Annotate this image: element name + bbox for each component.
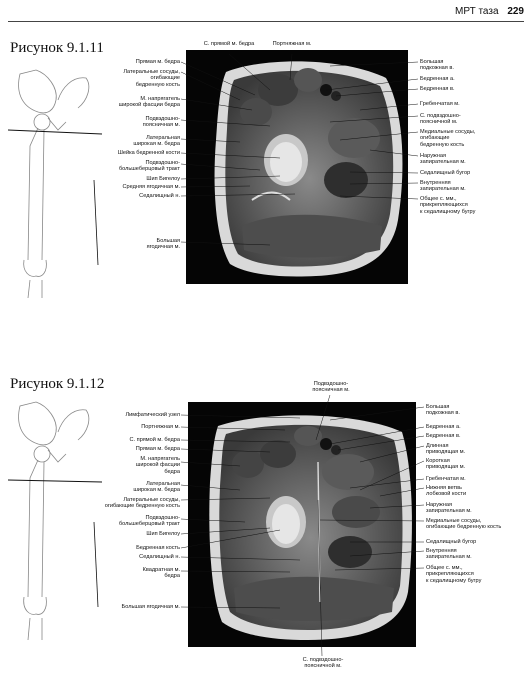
label-left: Портняжная м. [141,424,180,430]
label-top: Портняжная м. [272,41,312,47]
label-right: Внутренняя запирательная м. [420,180,466,193]
label-left: М. напрягатель широкой фасции бедра [135,456,180,475]
label-right: Наружная запирательная м. [420,153,466,166]
label-left: Шип Бигелоу [146,531,180,537]
mri-image [188,402,416,647]
label-right: Бедренная а. [426,424,461,430]
label-right: Медиальные сосуды, огибающие бедренную к… [420,129,476,148]
label-right: Бедренная а. [420,76,455,82]
page-header: МРТ таза 229 [455,6,524,17]
label-right: Седалищный бугор [420,170,471,176]
label-left: С. прямой м. бедра [129,437,180,443]
skeleton-thumbnail [8,69,103,299]
label-right: Гребенчатая м. [420,101,460,107]
figure-title: Рисунок 9.1.12 [10,376,105,392]
label-left: Латеральная широкая м. бедра [133,481,180,494]
label-left: Шейка бедренной кости [117,150,180,156]
label-right: Общее с. мм., прикрепляющихся к седалищн… [426,565,482,584]
label-right: Медиальные сосуды, огибающие бедренную к… [426,518,502,531]
label-left: Седалищный н. [139,554,180,560]
label-left: Латеральная широкая м. бедра [133,135,180,148]
label-right: Короткая приводящая м. [426,458,466,471]
label-left: Подвздошно- большеберцовый тракт [118,515,180,528]
label-left: Латеральные сосуды, огибающие бедренную … [104,497,180,510]
mri-image [186,50,408,284]
label-left: М. напрягатель широкой фасции бедра [118,96,180,109]
page-number: 229 [507,6,524,17]
label-right: Бедренная в. [426,433,461,439]
label-left: Большая ягодичная м. [146,238,180,251]
label-right: Нижняя ветвь лобковой кости [426,485,467,498]
label-left: Шип Бигелоу [146,176,180,182]
section-title: МРТ таза [455,6,499,17]
label-left: Лимфатический узел [125,412,180,418]
label-left: Средняя ягодичная м. [122,184,180,190]
label-right: Гребенчатая м. [426,476,466,482]
label-top: С. прямой м. бедра [203,41,255,47]
label-left: Седалищный н. [139,193,180,199]
label-right: С. подвздошно- поясничной м. [420,113,461,126]
header-rule [8,21,524,22]
label-right: Длинная приводящая м. [426,443,466,456]
label-right: Наружная запирательная м. [426,502,472,515]
skeleton-thumbnail [8,401,103,641]
label-left: Большая ягодичная м. [121,604,180,610]
label-left: Подвздошно- большеберцовый тракт [118,160,180,173]
slice-indicator-line [8,479,103,483]
label-left: Бедренная кость [136,545,180,551]
label-right: Бедренная в. [420,86,455,92]
label-left: Квадратная м. бедра [142,567,180,580]
figure-title: Рисунок 9.1.11 [10,40,104,56]
label-right: Большая подкожная в. [420,59,454,72]
label-right: Большая подкожная в. [426,404,460,417]
label-left: Латеральные сосуды, огибающие бедренную … [123,69,180,88]
label-right: Внутренняя запирательная м. [426,548,472,561]
label-bottom: С. подвздошно- поясничной м. [302,657,344,670]
label-right: Седалищный бугор [426,539,477,545]
label-right: Общее с. мм., прикрепляющихся к седалищн… [420,196,476,215]
label-left: Прямая м. бедра [135,59,180,65]
label-top: Подвздошно- поясничная м. [312,381,350,394]
label-left: Прямая м. бедра [135,446,180,452]
slice-indicator-line [8,129,103,135]
label-left: Подвздошно- поясничная м. [142,116,180,129]
